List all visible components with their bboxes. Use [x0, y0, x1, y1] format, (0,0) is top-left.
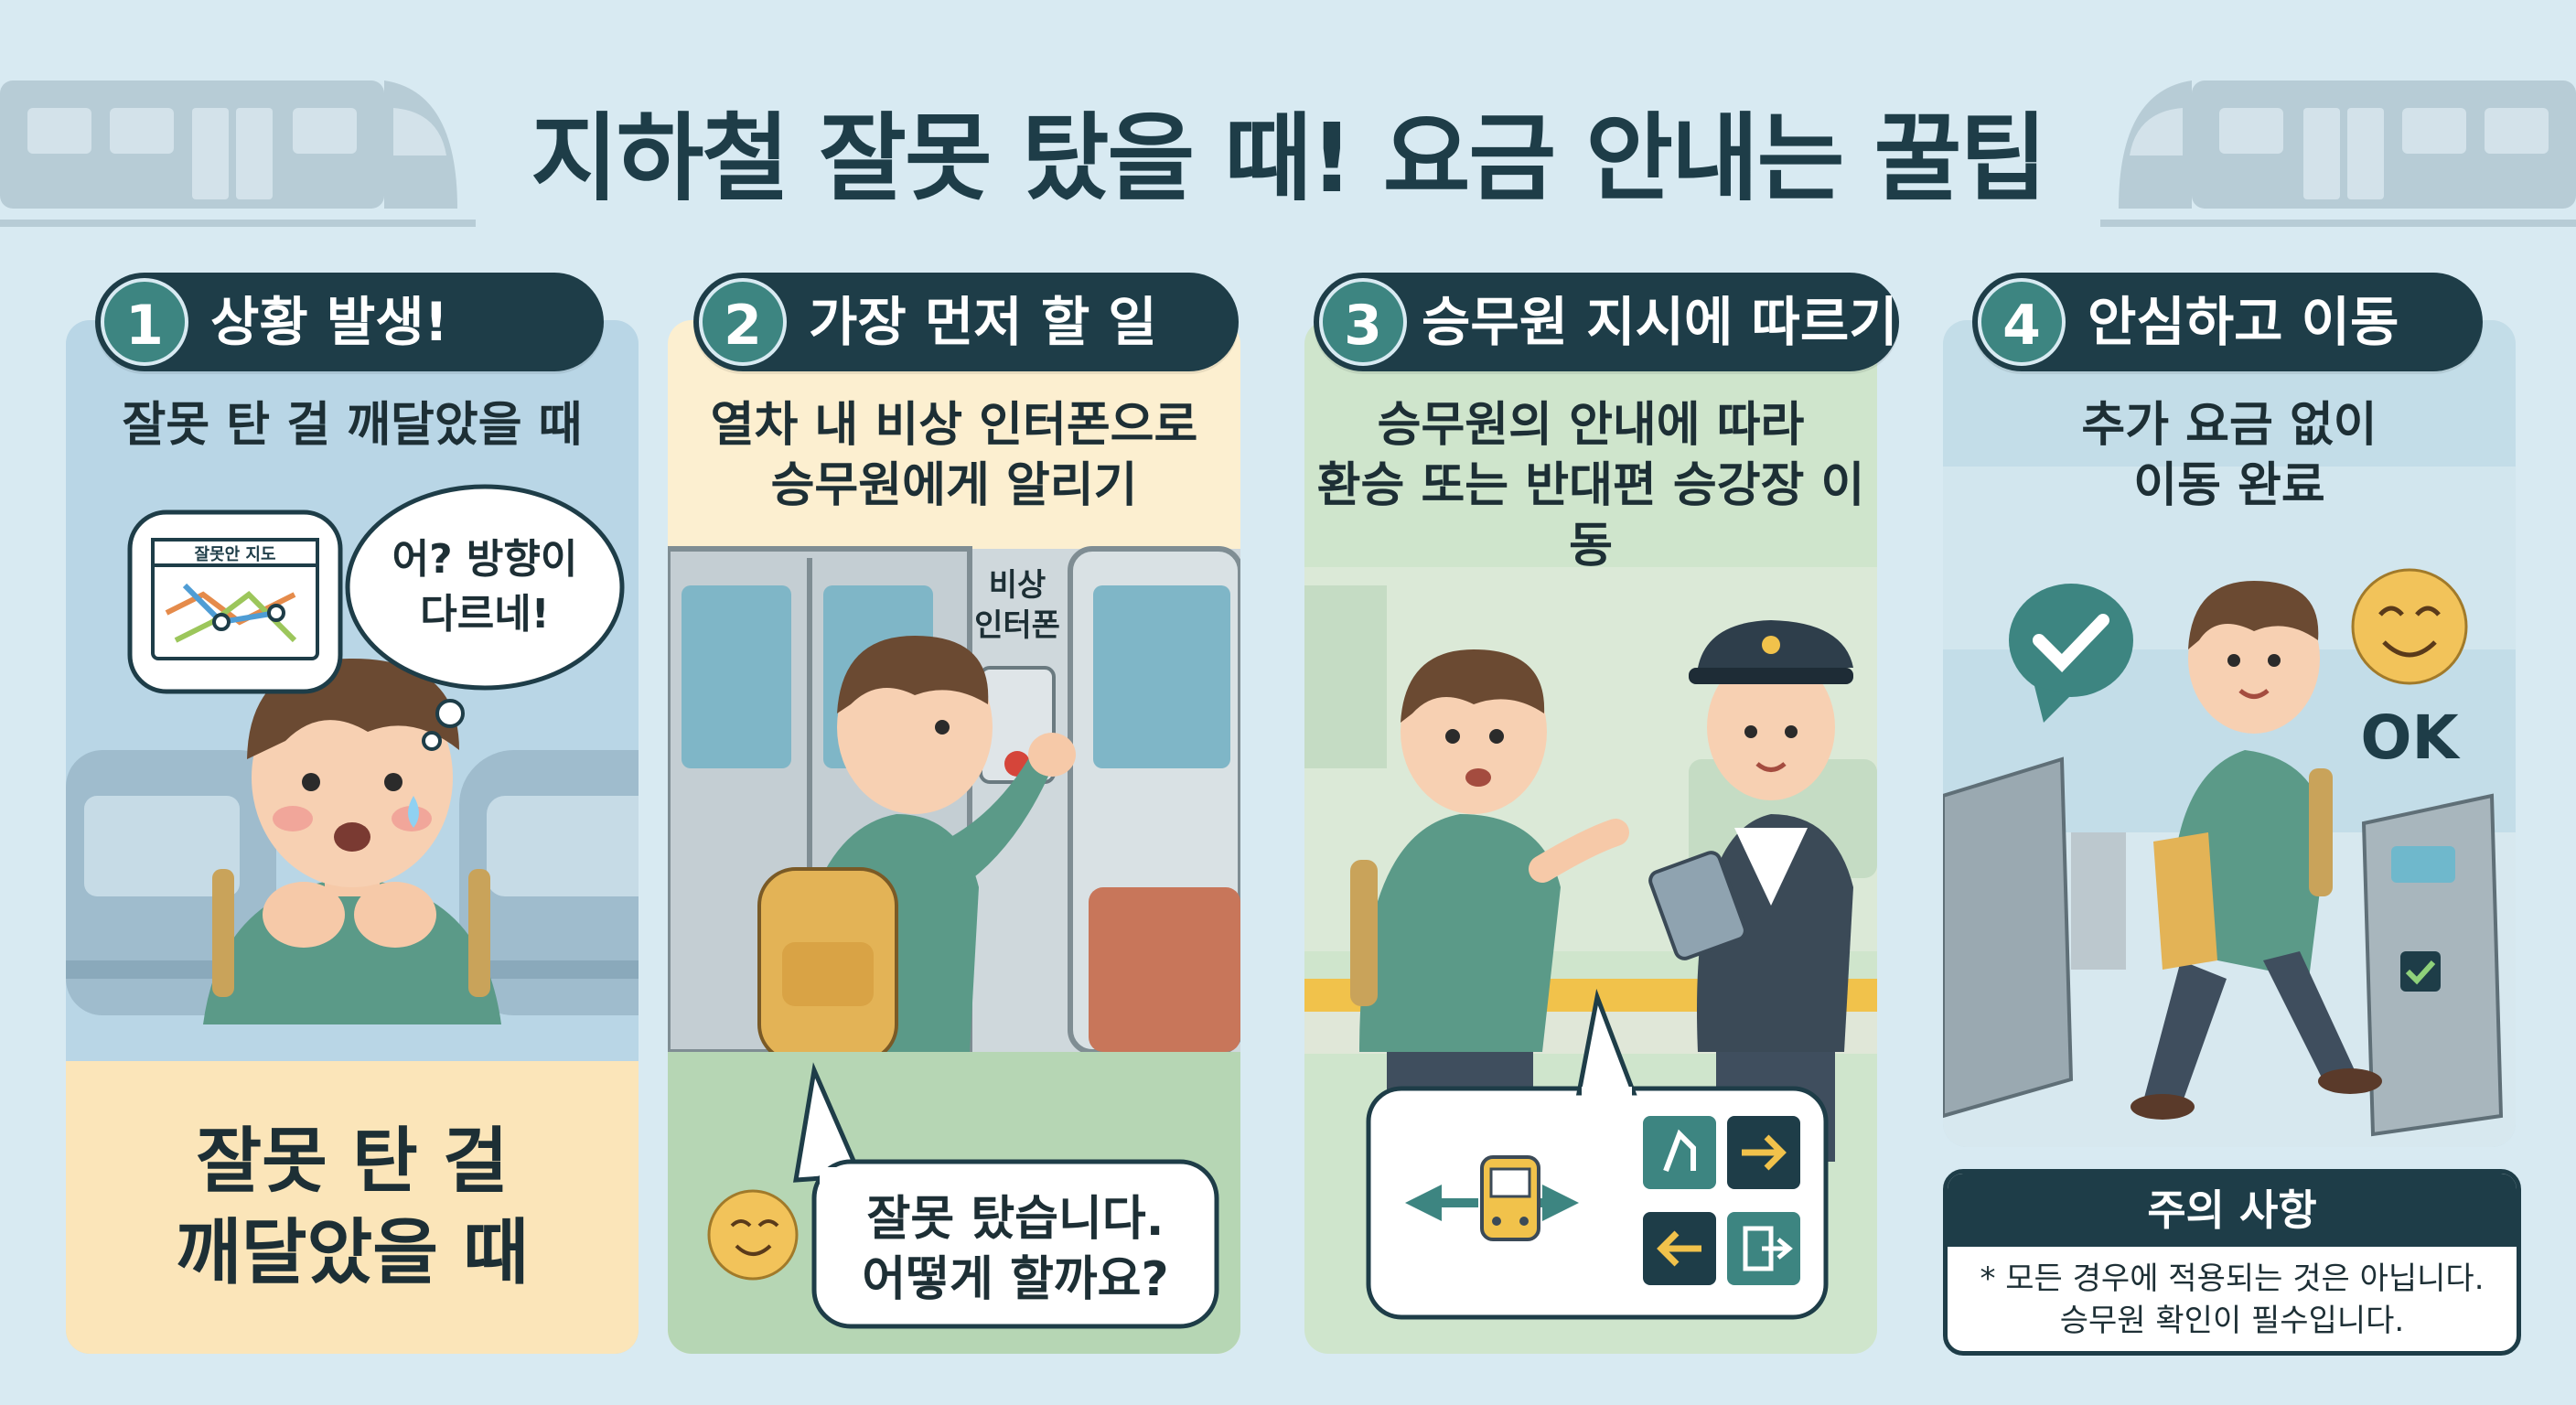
step-4-subtext-line-1: 추가 요금 없이 [2081, 398, 2377, 453]
step-3-subtext-line-1: 승무원의 안내에 따라 [1377, 398, 1805, 453]
step-1-number: 1 [101, 278, 188, 366]
step-2-subtext-line-1: 열차 내 비상 인터폰으로 [710, 398, 1198, 453]
step-4-heading: 안심하고 이동 [2088, 291, 2399, 353]
notice-box: 주의 사항 * 모든 경우에 적용되는 것은 아닙니다. 승무원 확인이 필수입… [1943, 1169, 2521, 1356]
train-right-icon [2100, 80, 2576, 227]
step-3-card: 승무원의 안내에 따라 환승 또는 반대편 승강장 이동 [1304, 320, 1877, 1354]
step-1-card: 잘못 탄 걸 깨달았을 때 잘못안 지도 어? 방향이 다르네! 잘못 탄 걸 … [66, 320, 639, 1354]
step-4-number: 4 [1978, 278, 2066, 366]
thought-line-2: 다르네! [420, 591, 550, 638]
step-3-header: 3 승무원 지시에 따르기 [1314, 273, 1899, 371]
notice-title: 주의 사항 [1948, 1174, 2517, 1247]
notice-line-1: * 모든 경우에 적용되는 것은 아닙니다. [1980, 1260, 2485, 1297]
thought-line-1: 어? 방향이 [392, 536, 578, 583]
step-2-heading: 가장 먼저 할 일 [809, 291, 1157, 353]
intercom-label-line-2: 인터폰 [974, 607, 1060, 644]
step-2-illustration [668, 546, 1240, 1354]
step-2-header: 2 가장 먼저 할 일 [693, 273, 1239, 371]
step-1-heading: 상황 발생! [210, 291, 449, 353]
step-2-subtext: 열차 내 비상 인터폰으로 승무원에게 알리기 [668, 395, 1240, 516]
thought-text: 어? 방향이 다르네! [348, 532, 622, 642]
step-1-header: 1 상황 발생! [95, 273, 604, 371]
step-2-number: 2 [699, 278, 787, 366]
notice-line-2: 승무원 확인이 필수입니다. [2059, 1303, 2405, 1339]
step-3-heading: 승무원 지시에 따르기 [1422, 291, 1898, 353]
step-2-subtext-line-2: 승무원에게 알리기 [770, 458, 1138, 513]
step-4-subtext-line-2: 이동 완료 [2133, 458, 2325, 513]
step-3-subtext-line-2: 환승 또는 반대편 승강장 이동 [1316, 458, 1865, 574]
intercom-label-line-1: 비상 [988, 567, 1046, 604]
intercom-label: 비상 인터폰 [962, 565, 1072, 646]
ok-label: OK [2360, 702, 2459, 773]
bottom-line-1: 잘못 탄 걸 [196, 1121, 509, 1203]
step-1-illustration [66, 484, 639, 1354]
step-1-subtext: 잘못 탄 걸 깨달았을 때 [122, 398, 583, 453]
page-title: 지하철 잘못 탔을 때! 요금 안내는 꿀팁 [531, 102, 2047, 214]
step-3-number: 3 [1319, 278, 1407, 366]
step-4-card: 추가 요금 없이 이동 완료 OK [1943, 320, 2516, 1147]
speech-line-2: 어떻게 할까요? [862, 1252, 1169, 1307]
step-4-illustration [1943, 467, 2516, 1147]
step-2-card: 열차 내 비상 인터폰으로 승무원에게 알리기 비상 인터폰 잘못 탔습니다. … [668, 320, 1240, 1354]
step-3-subtext: 승무원의 안내에 따라 환승 또는 반대편 승강장 이동 [1304, 395, 1877, 576]
map-label: 잘못안 지도 [194, 545, 276, 564]
intercom-speech: 잘못 탔습니다. 어떻게 할까요? [814, 1189, 1217, 1310]
speech-line-1: 잘못 탔습니다. [866, 1192, 1165, 1247]
train-left-icon [0, 80, 476, 227]
notice-text: * 모든 경우에 적용되는 것은 아닙니다. 승무원 확인이 필수입니다. [1948, 1258, 2517, 1342]
step-4-header: 4 안심하고 이동 [1972, 273, 2483, 371]
step-1-bottom-text: 잘못 탄 걸 깨달았을 때 [66, 1116, 639, 1299]
bottom-line-2: 깨달았을 때 [176, 1212, 529, 1294]
step-4-subtext: 추가 요금 없이 이동 완료 [1943, 395, 2516, 516]
step-3-illustration [1304, 567, 1877, 1320]
